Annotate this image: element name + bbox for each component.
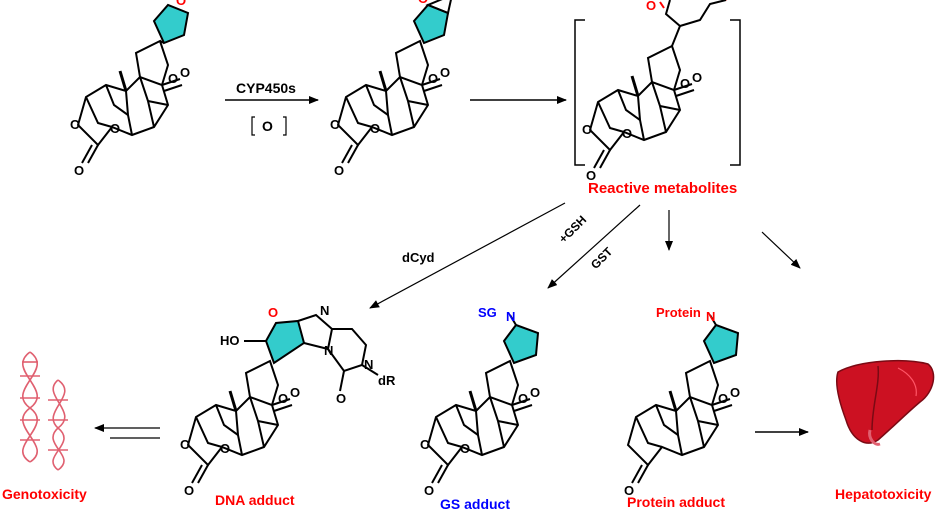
- pyrrole-ring: [702, 323, 740, 365]
- svg-text:O: O: [692, 70, 702, 85]
- structure-dna-adduct: O N N N HO O dR O O O O O: [180, 303, 396, 498]
- structure-gs-adduct: N O O O O O: [420, 309, 540, 498]
- structure-epoxide: O O O O O O O: [330, 0, 452, 178]
- svg-text:O: O: [370, 121, 380, 136]
- reagent-cyp450: CYP450s: [236, 80, 296, 96]
- arrow-to-gs-adduct: [547, 204, 641, 289]
- svg-text:N: N: [320, 303, 329, 318]
- svg-text:O: O: [420, 437, 430, 452]
- svg-text:O: O: [680, 76, 690, 91]
- label-reactive-metabolites: Reactive metabolites: [588, 180, 738, 197]
- svg-text:dR: dR: [378, 373, 396, 388]
- atom-o: O: [110, 121, 120, 136]
- atom-o: O: [176, 0, 186, 8]
- svg-text:O: O: [278, 391, 288, 406]
- svg-text:O: O: [530, 385, 540, 400]
- reagent-oxygen: O: [262, 118, 273, 134]
- structure-reactive-metabolite: O O O O O O O: [582, 0, 728, 183]
- svg-text:O: O: [460, 441, 470, 456]
- label-genotoxicity: Genotoxicity: [2, 486, 87, 502]
- protein-label: Protein: [656, 305, 701, 320]
- svg-text:O: O: [582, 122, 592, 137]
- svg-text:O: O: [334, 163, 344, 178]
- svg-text:O: O: [586, 168, 596, 183]
- svg-text:O: O: [184, 483, 194, 498]
- svg-text:N: N: [324, 343, 333, 358]
- svg-text:O: O: [718, 391, 728, 406]
- svg-text:N: N: [506, 309, 515, 324]
- pyrrole-ring: [502, 323, 540, 365]
- label-hepatotoxicity: Hepatotoxicity: [835, 486, 932, 502]
- svg-text:O: O: [440, 65, 450, 80]
- svg-text:O: O: [646, 0, 656, 13]
- structure-parent: O O O O O O: [70, 0, 190, 178]
- arrow-to-dna-adduct: [369, 202, 566, 309]
- svg-text:N: N: [364, 357, 373, 372]
- svg-text:O: O: [290, 385, 300, 400]
- svg-text:O: O: [428, 71, 438, 86]
- svg-text:O: O: [624, 483, 634, 498]
- structure-protein-adduct: N O O O: [624, 309, 740, 498]
- svg-text:O: O: [180, 437, 190, 452]
- svg-text:O: O: [330, 117, 340, 132]
- dna-helix-icon: [20, 351, 68, 471]
- atom-o: O: [180, 65, 190, 80]
- label-protein-adduct: Protein adduct: [627, 494, 726, 510]
- label-dna-adduct: DNA adduct: [215, 492, 295, 508]
- reagent-dcyd: dCyd: [402, 250, 435, 265]
- svg-text:HO: HO: [220, 333, 240, 348]
- svg-text:N: N: [706, 309, 715, 324]
- furan-fused-ring: [264, 319, 306, 365]
- svg-text:O: O: [424, 483, 434, 498]
- atom-o: O: [74, 163, 84, 178]
- svg-text:O: O: [336, 391, 346, 406]
- sg-label: SG: [478, 305, 497, 320]
- svg-text:O: O: [518, 391, 528, 406]
- svg-text:O: O: [268, 305, 278, 320]
- svg-text:O: O: [418, 0, 428, 6]
- svg-text:O: O: [220, 441, 230, 456]
- label-gs-adduct: GS adduct: [440, 496, 511, 512]
- atom-o: O: [168, 71, 178, 86]
- liver-icon: [835, 360, 935, 446]
- svg-text:O: O: [622, 126, 632, 141]
- arrow-to-hepatotoxicity: [761, 231, 801, 269]
- svg-text:O: O: [730, 385, 740, 400]
- atom-o: O: [70, 117, 80, 132]
- furan-ring: [152, 3, 190, 45]
